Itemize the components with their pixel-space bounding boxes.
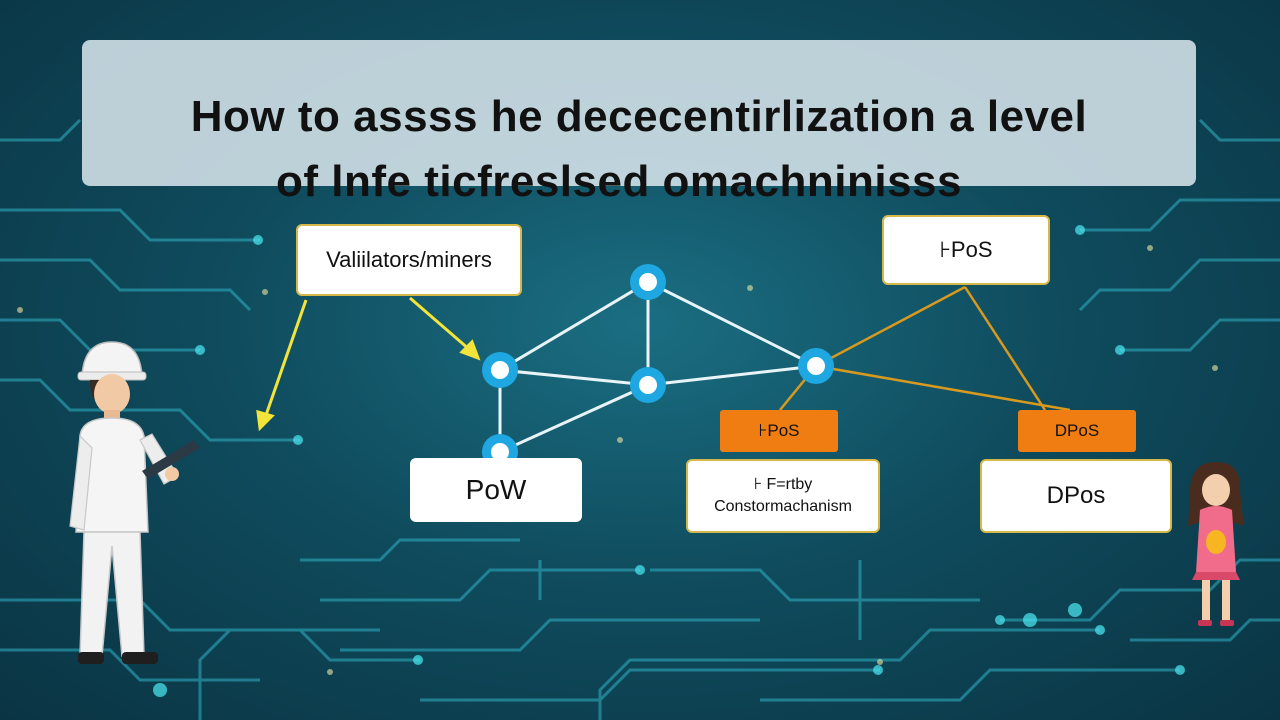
edge: [647, 364, 817, 387]
dpos-tag-label: DPoS: [1054, 421, 1100, 440]
pbft-label-line1: ⊦ F=rtby: [753, 476, 813, 493]
edge: [647, 280, 817, 368]
pow-box: PoW: [410, 458, 582, 522]
network-node: [630, 367, 666, 403]
dpos-main-box: DPos: [980, 459, 1172, 533]
pow-label: PoW: [465, 474, 527, 505]
network-node: [798, 348, 834, 384]
link-pos-top-dpos: [963, 286, 1047, 411]
link-dpos: [815, 364, 1071, 412]
arrowhead-icon: [459, 339, 481, 361]
pos-tag-label: ⊦PoS: [758, 421, 800, 440]
link-pos-top: [815, 285, 966, 368]
edge: [499, 280, 649, 372]
network-node: [482, 352, 518, 388]
engineer-figure: [69, 341, 200, 664]
pos-tag: ⊦PoS: [720, 410, 838, 452]
arrowhead-icon: [256, 409, 275, 432]
girl-figure: [1188, 462, 1244, 626]
title-banner: How to assss he dececentirlization a lev…: [82, 40, 1196, 206]
validators-miners-box: Valiilators/miners: [296, 224, 522, 296]
arrow-to-node: [409, 296, 471, 352]
dpos-tag: DPoS: [1018, 410, 1136, 452]
edge: [499, 368, 649, 387]
network-node: [630, 264, 666, 300]
pbft-box: ⊦ F=rtby Constormachanism: [686, 459, 880, 533]
pbft-label-line2: Constormachanism: [714, 498, 852, 515]
title-line-1: How to assss he dececentirlization a lev…: [190, 92, 1088, 141]
dpos-main-label: DPos: [1046, 482, 1106, 509]
validators-label: Valiilators/miners: [326, 247, 492, 272]
arrow-to-engineer: [263, 299, 308, 419]
title-line-2: of lnfe ticfreslsed omachninisss: [276, 157, 962, 206]
pos-top-label: ⊦PoS: [939, 237, 993, 262]
edge: [499, 383, 649, 454]
pos-top-box: ⊦PoS: [882, 215, 1050, 285]
